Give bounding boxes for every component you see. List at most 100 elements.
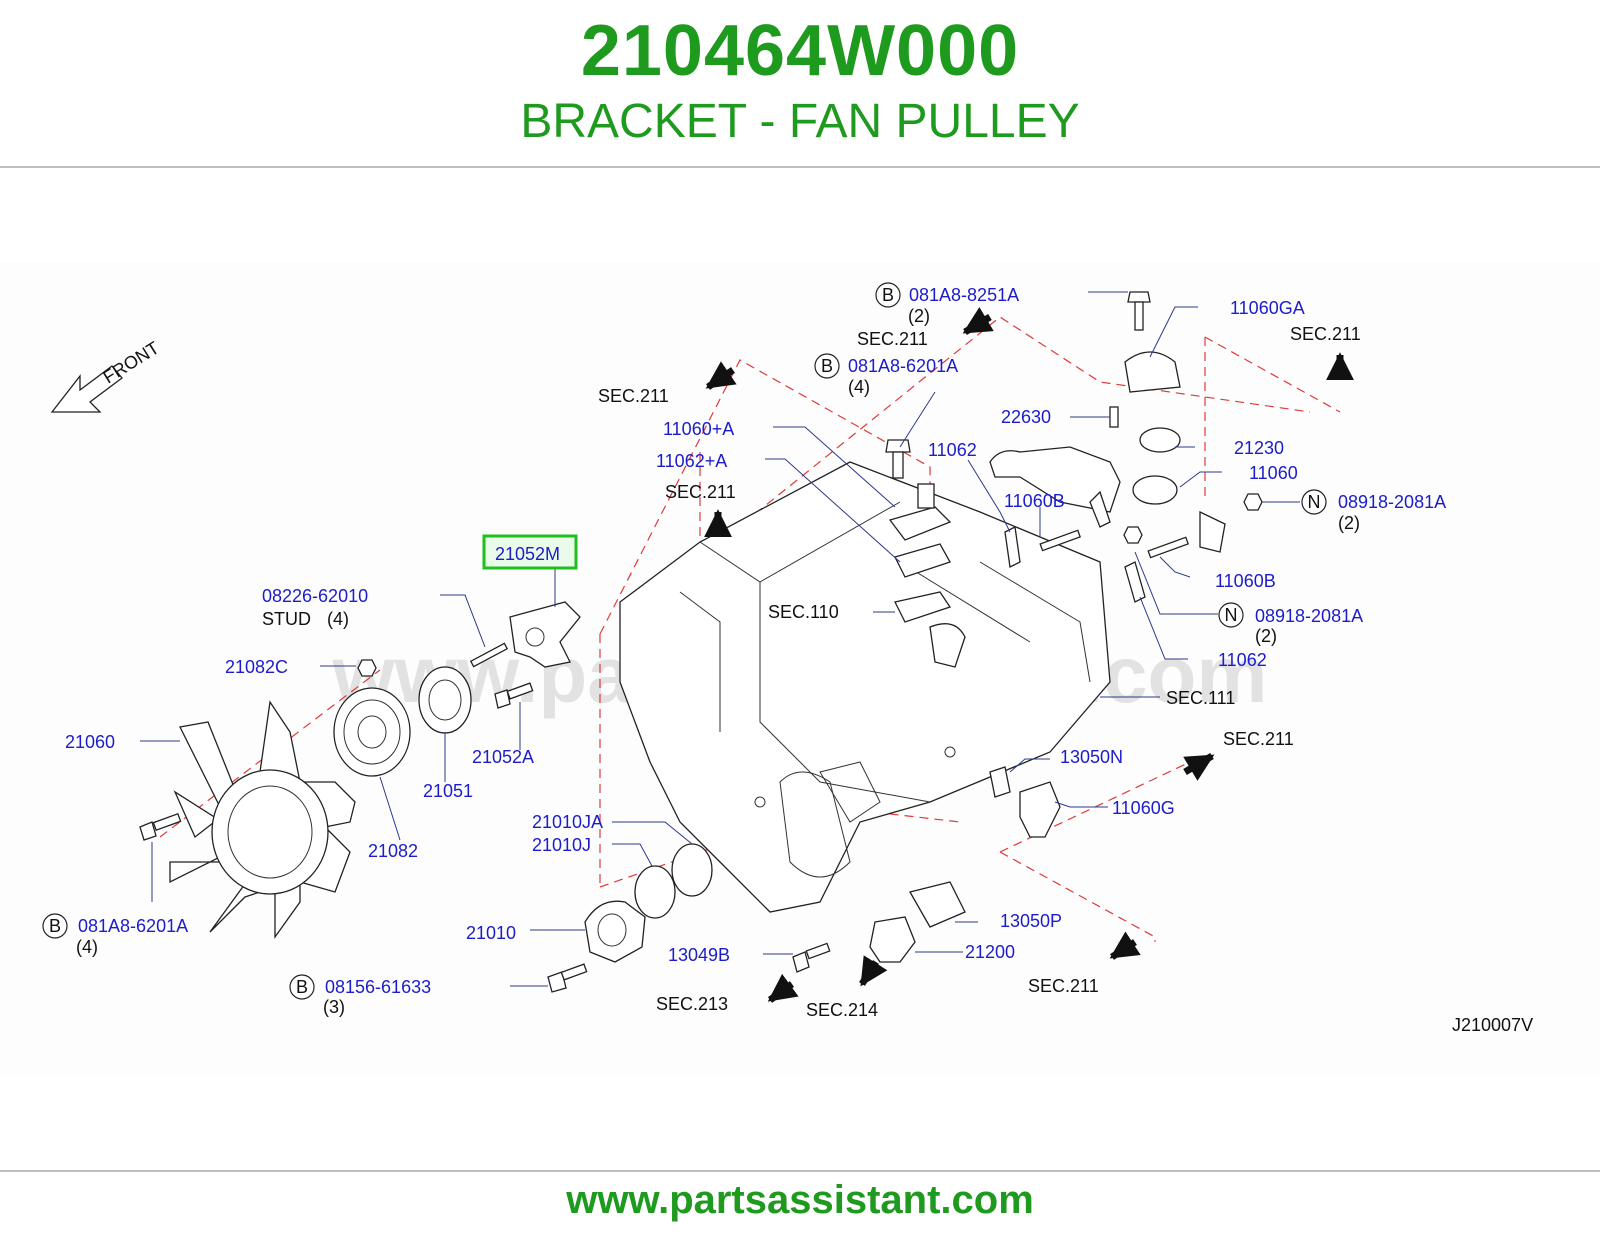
part-number-title: 210464W000 [580, 11, 1020, 91]
label-21082: 21082 [368, 841, 418, 861]
stud-11060B-right [1147, 536, 1189, 559]
nut-08918-a [1243, 493, 1263, 511]
footer-website-link[interactable]: www.partsassistant.com [566, 1178, 1034, 1222]
water-outlet-11060GA [1124, 351, 1181, 393]
fan-coupling-21082 [333, 687, 411, 777]
bolt-callout-circle [42, 913, 68, 939]
fan-pulley-bracket-21052M [509, 601, 581, 668]
bolt-callout-letter: B [49, 916, 61, 936]
label-081A8-6201A-left: 081A8-6201A [78, 916, 188, 936]
water-pump-21010 [584, 900, 646, 963]
label-11060B-right: 11060B [1215, 571, 1276, 591]
label-21082C: 21082C [225, 657, 288, 677]
nut-callout-circle [1218, 602, 1244, 628]
gasket-11062-right [1124, 561, 1146, 603]
label-21060: 21060 [65, 732, 115, 752]
label-21052A: 21052A [472, 747, 534, 767]
o-ring-21010JA [671, 843, 713, 897]
label-11062-plus-a: 11062+A [656, 451, 727, 471]
stud-08226-62010 [469, 642, 509, 668]
label-sec214: SEC.214 [806, 1000, 878, 1020]
nut-callout-circle [1301, 489, 1327, 515]
stud-11060B-top [1039, 529, 1081, 552]
label-sec211-upper-left: SEC.211 [598, 386, 669, 406]
bolt-callout-circle [814, 353, 840, 379]
nut-callout-letter: N [1225, 605, 1238, 625]
label-22630: 22630 [1001, 407, 1051, 427]
label-081A8-6201A-top: 081A8-6201A [848, 356, 958, 376]
label-stud-qty: (4) [327, 609, 349, 629]
label-11060-plus-a: 11060+A [663, 419, 734, 439]
part-labels: 081A8-8251A (2) 11060GA SEC.211 SEC.211 … [65, 285, 1533, 1035]
leader-lines [140, 291, 1300, 987]
bolt-callout-letter: B [821, 356, 833, 376]
label-08918-2081A-a: 08918-2081A [1338, 492, 1446, 512]
label-081A8-6201A-left-qty: (4) [76, 937, 98, 957]
callout-circles: B B B B N N [42, 282, 1327, 1000]
figure-code: J210007V [1452, 1015, 1533, 1035]
label-21010JA: 21010JA [532, 812, 603, 832]
label-13050N: 13050N [1060, 747, 1123, 767]
engine-block [619, 461, 1111, 913]
label-21200: 21200 [965, 942, 1015, 962]
bolt-callout-circle [289, 974, 315, 1000]
label-08918-2081A-b-qty: (2) [1255, 626, 1277, 646]
footer-divider [0, 1170, 1600, 1172]
label-sec211-mid-left: SEC.211 [665, 482, 736, 502]
water-outlet-11060G [1019, 781, 1061, 838]
fan-pulley-21051 [418, 666, 472, 734]
water-inlet-21200 [869, 916, 916, 963]
sensor-22630 [1109, 406, 1119, 428]
label-21052M: 21052M [495, 544, 560, 564]
bolt-081A8-6201A-left [139, 812, 182, 841]
label-08918-2081A-a-qty: (2) [1338, 513, 1360, 533]
label-sec110: SEC.110 [768, 602, 839, 622]
label-08918-2081A-b: 08918-2081A [1255, 606, 1363, 626]
gasket-13050P [909, 881, 966, 928]
bolt-081A8-6201A-top [885, 439, 911, 479]
label-sec111: SEC.111 [1166, 688, 1235, 708]
bolt-callout-circle [875, 282, 901, 308]
water-inlet-11060-plus-a [888, 483, 952, 541]
label-11060GA: 11060GA [1230, 298, 1305, 318]
bolt-081A8-8251A [1127, 291, 1151, 331]
nut-08918-b [1123, 526, 1143, 544]
bolt-08156-61633 [547, 963, 588, 993]
label-08156-61633: 08156-61633 [325, 977, 431, 997]
label-08156-61633-qty: (3) [323, 997, 345, 1017]
bolt-21052A [494, 682, 534, 709]
section-arrows [704, 307, 1354, 1003]
gasket-sec110 [894, 591, 952, 623]
highlighted-part-box [482, 534, 578, 570]
header-divider [0, 166, 1600, 168]
nut-callout-letter: N [1308, 492, 1321, 512]
label-13050P: 13050P [1000, 911, 1062, 931]
label-081A8-8251A-qty: (2) [908, 306, 930, 326]
part-name-subtitle: BRACKET - FAN PULLEY [520, 95, 1080, 148]
bolt-callout-letter: B [882, 285, 894, 305]
thermostat-21230 [1139, 427, 1181, 453]
label-sec211-bottom: SEC.211 [1028, 976, 1099, 996]
gasket-11062-top [1004, 526, 1021, 568]
parts-diagram: www.partsassistant.com FRONT [0, 262, 1600, 1077]
label-21051: 21051 [423, 781, 473, 801]
gasket-13050N [989, 766, 1011, 798]
label-21010J: 21010J [532, 835, 591, 855]
nut-21082C [357, 659, 377, 677]
thermostat-housing-assembly [989, 351, 1226, 553]
bolt-callout-letter: B [296, 977, 308, 997]
label-stud: STUD [262, 609, 311, 629]
water-pipe-11060 [989, 446, 1121, 513]
label-11060B-top: 11060B [1004, 491, 1065, 511]
label-11062-top: 11062 [928, 440, 977, 460]
cooling-fan-21060 [169, 700, 356, 940]
label-11060G: 11060G [1112, 798, 1175, 818]
label-081A8-6201A-top-qty: (4) [848, 377, 870, 397]
label-11062-right: 11062 [1218, 650, 1267, 670]
label-sec211-right: SEC.211 [1223, 729, 1294, 749]
bolt-13049B [792, 942, 831, 973]
label-21230: 21230 [1234, 438, 1284, 458]
label-sec213: SEC.213 [656, 994, 728, 1014]
gasket-11062-plus-a [894, 543, 951, 578]
label-08226-62010: 08226-62010 [262, 586, 368, 606]
